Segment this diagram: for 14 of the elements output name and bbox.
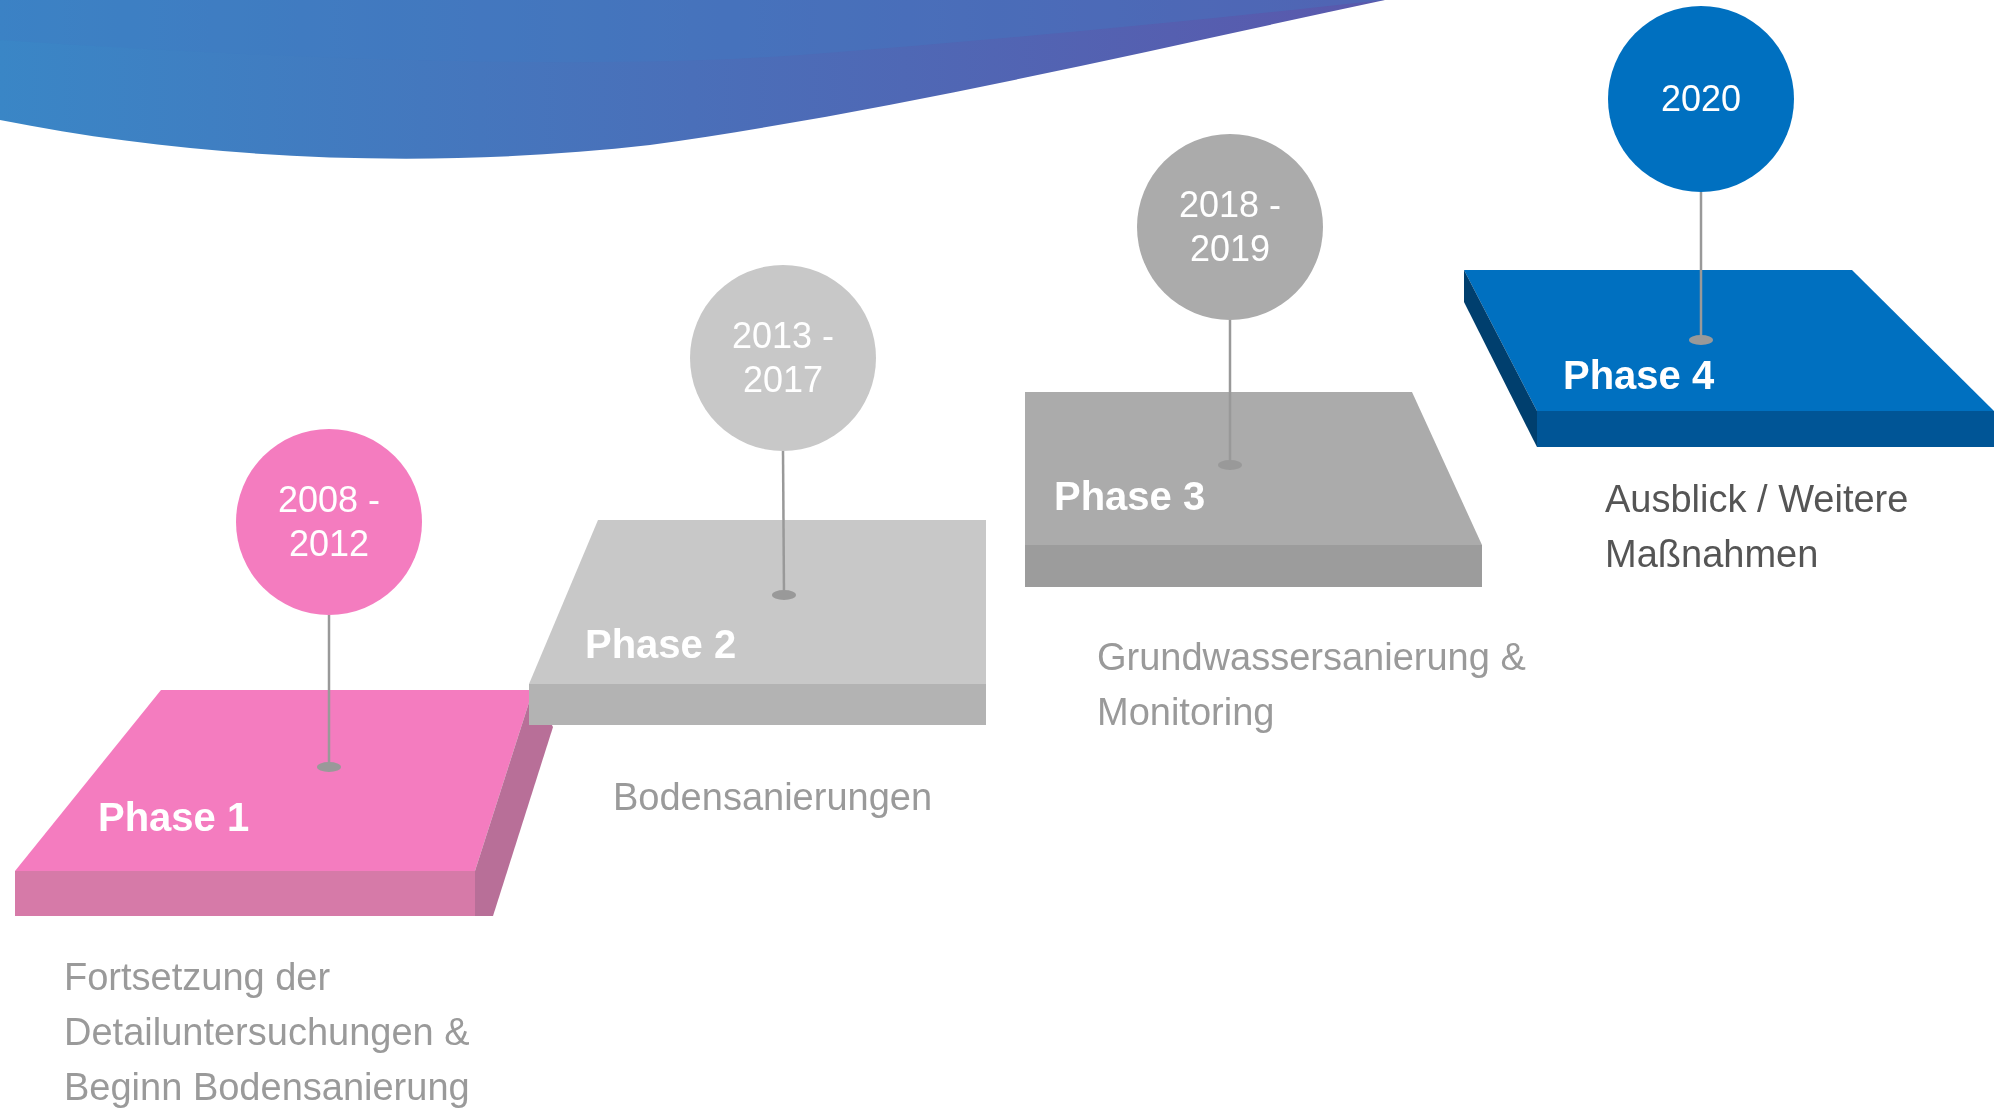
phase-title: Phase 3 — [1054, 474, 1206, 519]
phase-title: Phase 1 — [98, 795, 250, 840]
pin-line — [772, 451, 796, 600]
phase-title: Phase 4 — [1563, 353, 1715, 398]
pin-line — [1689, 192, 1713, 345]
year-range: 2018 - 2019 — [1177, 183, 1283, 271]
pin-line — [317, 615, 341, 772]
phase-description: Bodensanierungen — [613, 775, 934, 820]
pin-line — [1218, 320, 1242, 470]
year-range: 2020 — [1659, 77, 1743, 121]
phase-description: Ausblick / Weitere Maßnahmen — [1605, 477, 1910, 577]
phase-description: Grundwassersanierung & Monitoring — [1097, 635, 1527, 735]
year-range: 2008 - 2012 — [276, 478, 382, 566]
phase-description: Fortsetzung der Detailuntersuchungen & Beginn Bodensanierung — [64, 955, 471, 1110]
